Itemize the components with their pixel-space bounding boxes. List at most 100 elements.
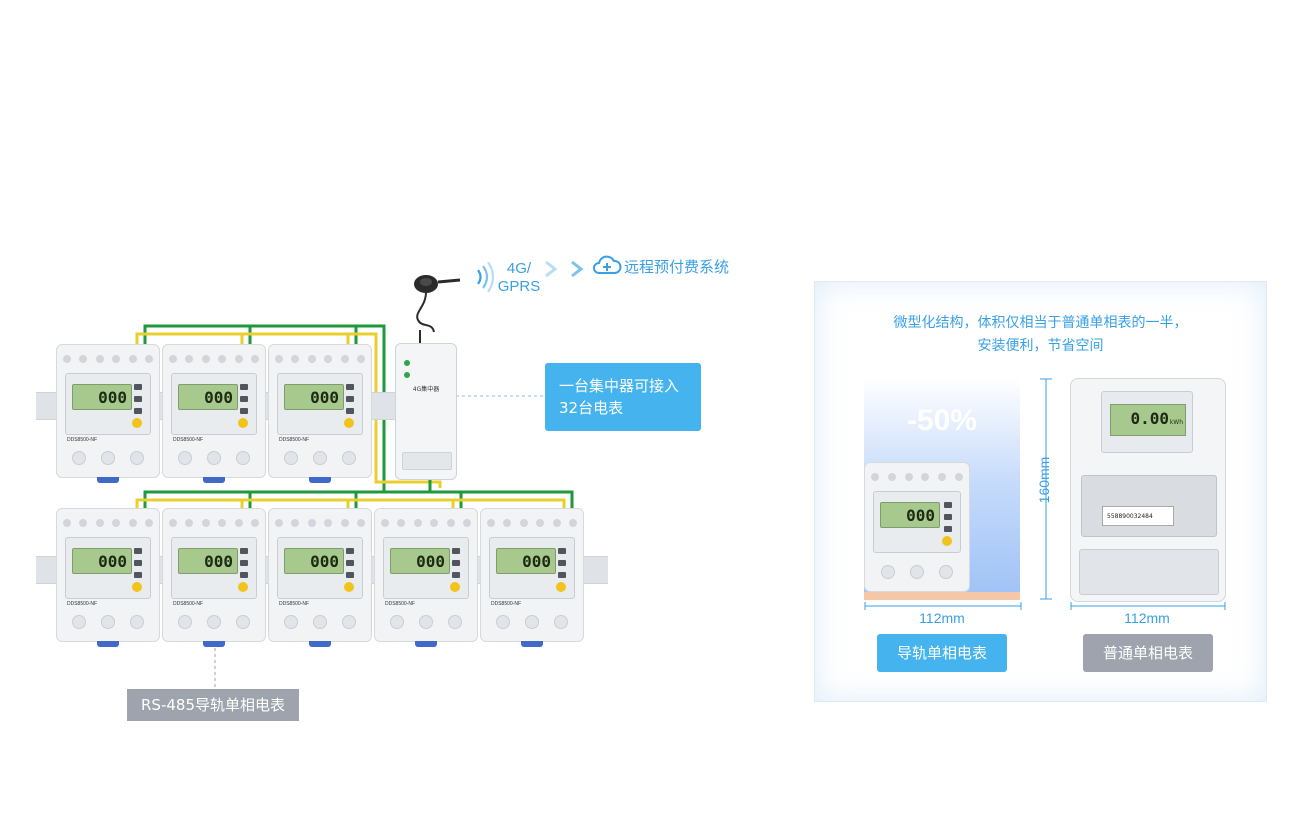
height-dimension: 160mm <box>1036 456 1052 504</box>
normal-meter-screen: 0.00 kWh <box>1101 391 1193 453</box>
system-diagram: 4G/ GPRS 远程预付费系统 <box>36 255 730 721</box>
concentrator-device: 4G集中器 <box>395 343 457 480</box>
meter-clip <box>309 477 331 483</box>
meter-clip <box>203 641 225 647</box>
meter-seal <box>556 582 566 592</box>
meter-face: 000 <box>277 373 363 435</box>
meter-terminals-bottom <box>489 615 575 629</box>
normal-meter-lcd: 0.00 kWh <box>1110 404 1186 436</box>
signal-wave-icon <box>477 262 495 292</box>
reduction-percent: -50% <box>906 404 978 437</box>
callout-line2: 32台电表 <box>559 399 624 417</box>
normal-meter-label-plate: 558890032484 <box>1081 475 1217 537</box>
arrow-right-icon <box>545 260 558 278</box>
meter-terminals-top <box>381 519 471 527</box>
concentrator-callout: 一台集中器可接入 32台电表 <box>545 363 701 431</box>
meter-lcd: 000 <box>178 548 238 574</box>
normal-meter-serial-box: 558890032484 <box>1102 506 1174 526</box>
meter-lcd: 000 <box>178 384 238 410</box>
status-led <box>404 372 410 378</box>
meter-lcd: 000 <box>72 384 132 410</box>
meter-indicators <box>452 548 462 578</box>
meter-terminals-top <box>63 519 153 527</box>
meter-face: 000 <box>277 537 363 599</box>
status-led <box>404 360 410 366</box>
remote-system-label: 远程预付费系统 <box>624 258 730 276</box>
meter-lcd: 000 <box>284 384 344 410</box>
meter-lcd: 000 <box>496 548 556 574</box>
meter-clip <box>97 477 119 483</box>
concentrator-model: 4G集中器 <box>412 386 440 393</box>
headline-line2: 安装便利，节省空间 <box>977 338 1104 354</box>
meter-face: 000 <box>171 373 257 435</box>
meter-clip <box>415 641 437 647</box>
network-label: 4G/ GPRS <box>496 260 542 296</box>
normal-meter-button[interactable]: 普通单相电表 <box>1083 634 1213 672</box>
meter-indicators <box>134 384 144 414</box>
meter-seal <box>344 582 354 592</box>
meter-clip <box>97 641 119 647</box>
rail-width-dimension-line <box>864 602 1022 610</box>
meter-terminals-bottom <box>65 615 151 629</box>
network-label-line1: 4G/ <box>506 260 532 277</box>
rail-meter-button[interactable]: 导轨单相电表 <box>877 634 1007 672</box>
meter-terminals-top <box>169 519 259 527</box>
meter-indicators <box>240 548 250 578</box>
meter-clip <box>309 641 331 647</box>
meter-model: DDS8500-NF <box>173 437 204 443</box>
headline-line1: 微型化结构，体积仅相当于普通单相表的一半， <box>893 315 1188 331</box>
meter-terminals-bottom <box>277 451 363 465</box>
meter-face: 000 <box>489 537 575 599</box>
normal-meter-terminal <box>1079 549 1219 595</box>
meter-model: DDS8500-NF <box>385 601 416 607</box>
meter-face: 000 <box>65 537 151 599</box>
orange-strip <box>864 592 1020 600</box>
meter-terminals-bottom <box>383 615 469 629</box>
normal-meter-serial: 558890032484 <box>1107 513 1153 520</box>
meter-clip <box>521 641 543 647</box>
meter-seal <box>132 582 142 592</box>
meter-lcd: 000 <box>880 502 940 528</box>
meter-indicators <box>346 384 356 414</box>
meter-seal <box>450 582 460 592</box>
meter-terminals-bottom <box>171 615 257 629</box>
meter-terminals-top <box>63 355 153 363</box>
meter-indicators <box>134 548 144 578</box>
concentrator-terminal <box>402 452 452 470</box>
meter-indicators <box>558 548 568 578</box>
arrow-right-icon <box>571 260 584 278</box>
meter-face: 000 <box>171 537 257 599</box>
meter-terminals-bottom <box>171 451 257 465</box>
rail-meter-sample: 000 <box>864 462 970 592</box>
rail-width-dimension: 112mm <box>919 610 965 626</box>
meter-indicators <box>346 548 356 578</box>
normal-width-dimension: 112mm <box>1124 610 1170 626</box>
network-label-line2: GPRS <box>497 278 541 295</box>
meter-face: 000 <box>383 537 469 599</box>
meter-seal <box>238 418 248 428</box>
callout-line1: 一台集中器可接入 <box>559 377 680 395</box>
rail-meter-tag: RS-485导轨单相电表 <box>127 689 299 721</box>
comparison-headline: 微型化结构，体积仅相当于普通单相表的一半， 安装便利，节省空间 <box>815 312 1266 358</box>
normal-meter-unit: kWh <box>1169 419 1183 426</box>
meter-seal <box>132 418 142 428</box>
normal-meter-value: 0.00 <box>1130 409 1169 428</box>
meter-model: DDS8500-NF <box>67 601 98 607</box>
comparison-panel: 微型化结构，体积仅相当于普通单相表的一半， 安装便利，节省空间 -50% 000… <box>814 281 1267 702</box>
meter-model: DDS8500-NF <box>173 601 204 607</box>
meter-model: DDS8500-NF <box>67 437 98 443</box>
meter-model: DDS8500-NF <box>279 601 310 607</box>
meter-terminals-top <box>275 355 365 363</box>
antenna-icon <box>414 275 461 333</box>
size-reduction-block: -50% 000 <box>864 378 1020 600</box>
meter-terminals-top <box>275 519 365 527</box>
normal-width-dimension-line <box>1070 602 1226 610</box>
